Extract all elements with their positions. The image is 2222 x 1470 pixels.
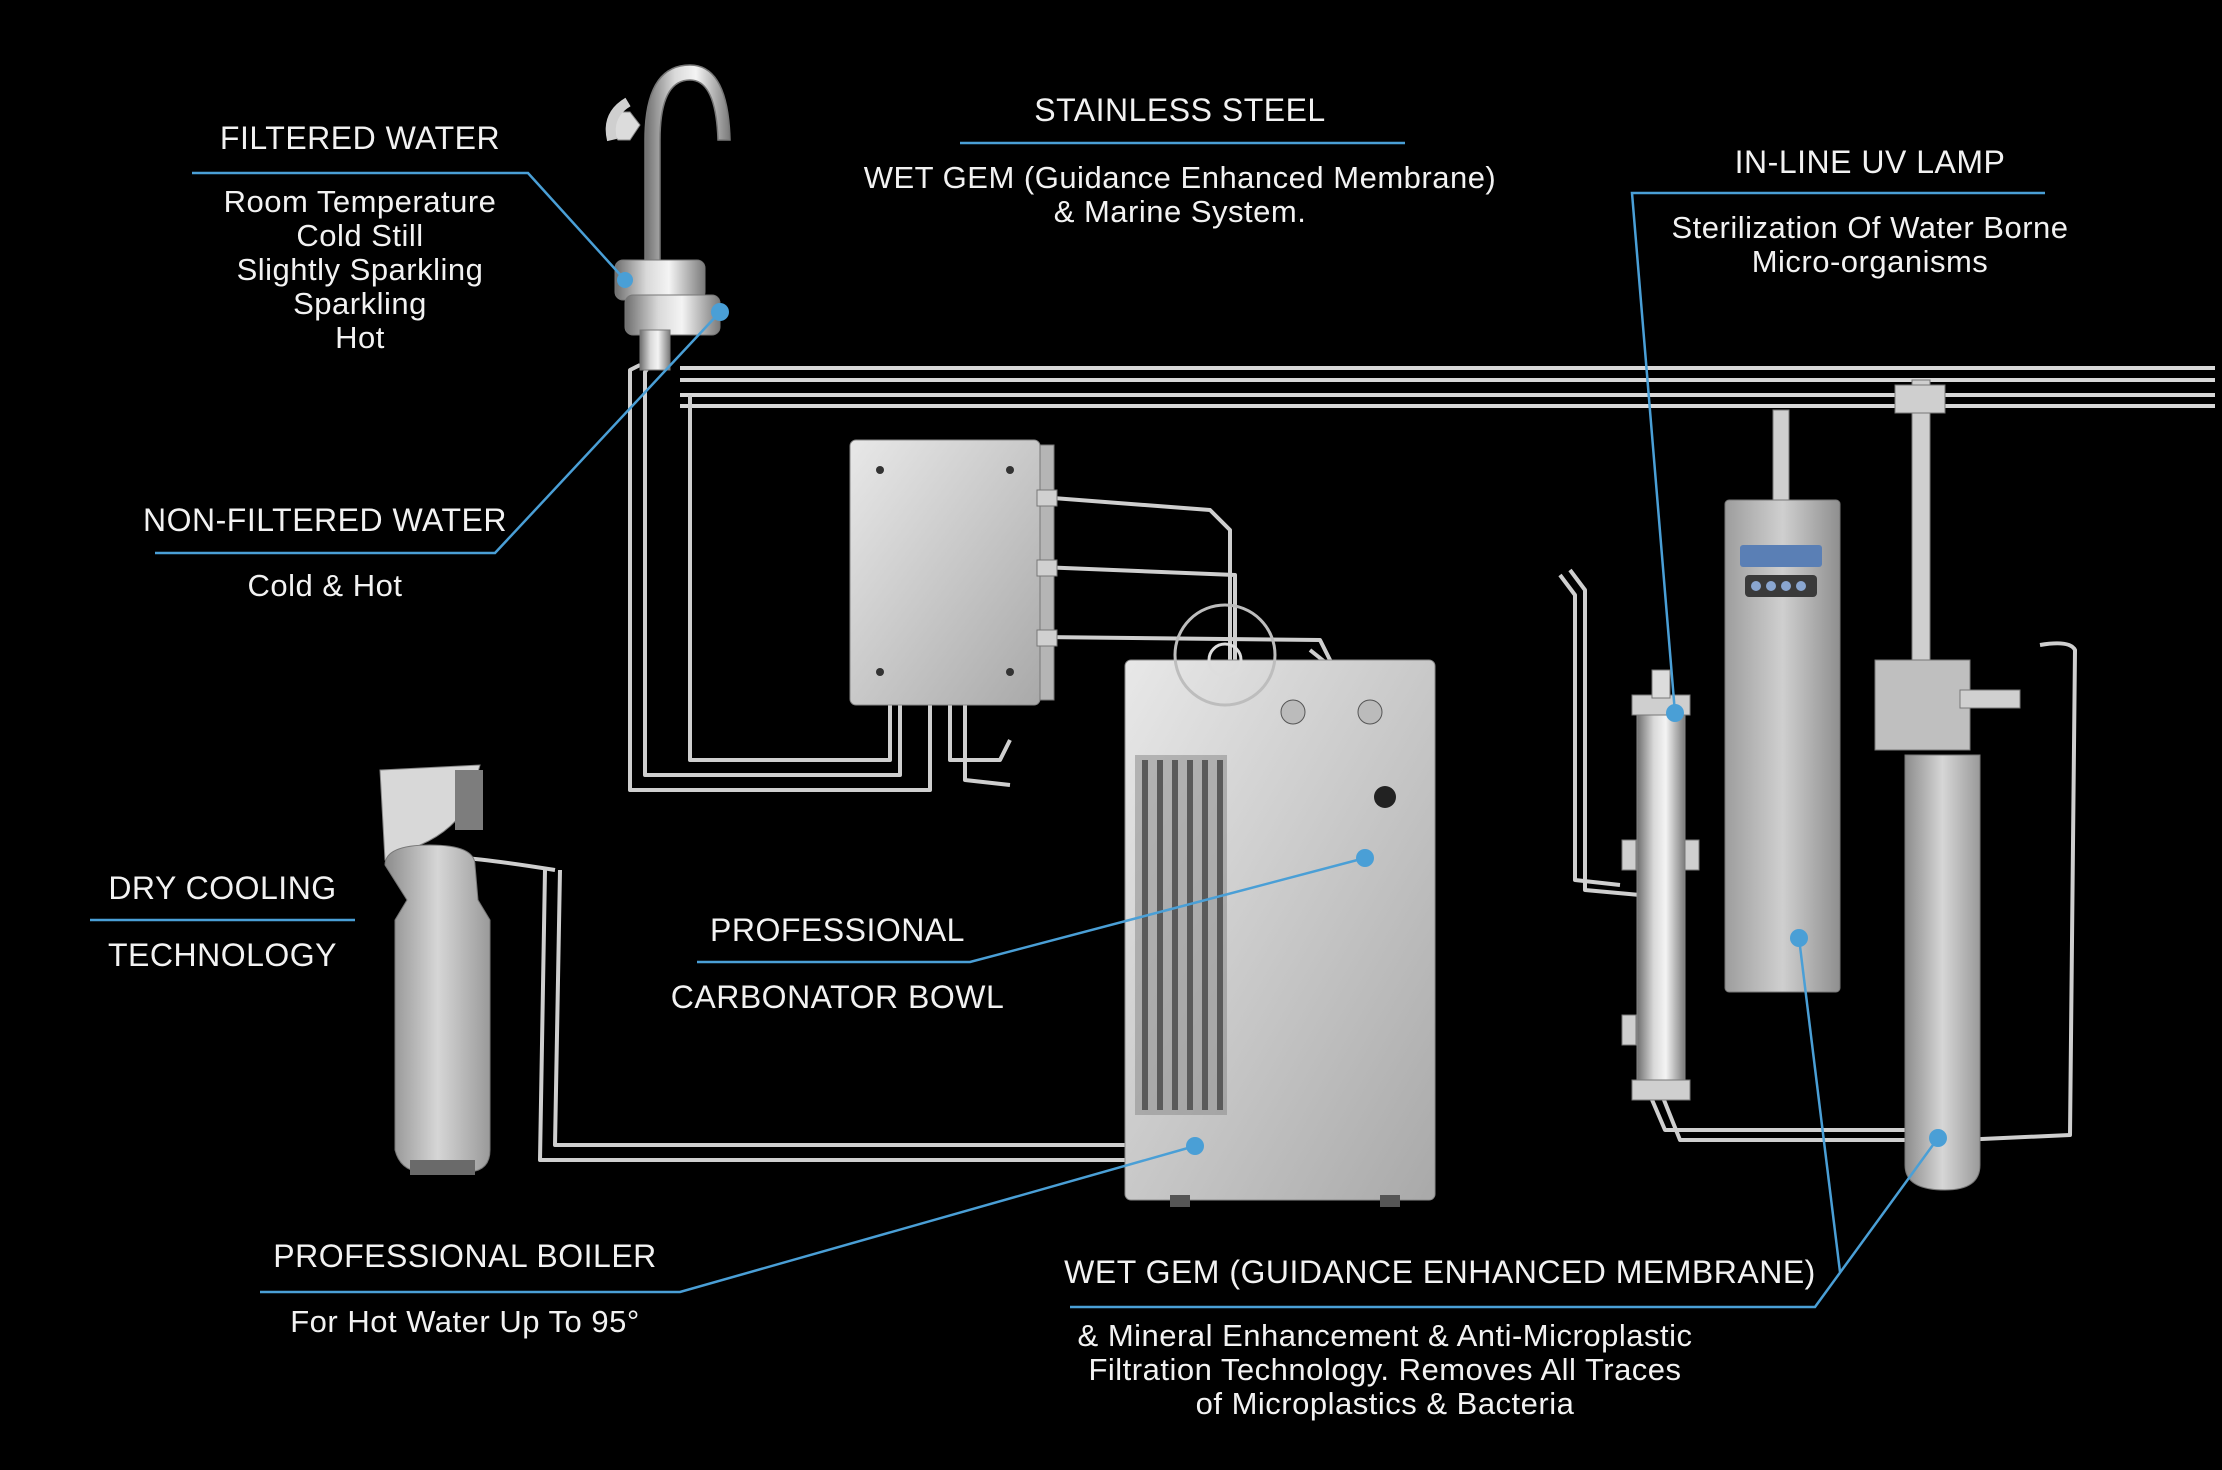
dry-cooling-unit [379,764,491,1175]
uv-lamp-title: IN-LINE UV LAMP [1734,144,2006,180]
callout-dots [617,272,1947,1155]
uv-lamp-line: Sterilization Of Water Borne [1671,210,2069,245]
callout-lines [90,141,2045,1309]
filtered-water-title: FILTERED WATER [219,120,501,156]
uv-control-panel [1724,409,1841,993]
carbonator-cabinet [1124,603,1436,1207]
filtered-water-callout: FILTERED WATER Room Temperature Cold Sti… [190,120,530,355]
carbonator-title: PROFESSIONAL [710,912,965,948]
non-filtered-water-line: Cold & Hot [247,568,403,603]
filtered-water-line: Room Temperature [223,184,497,219]
boiler-title: PROFESSIONAL BOILER [273,1238,657,1274]
filtered-water-line: Cold Still [296,218,424,253]
uv-lamp-tube [1621,669,1700,1101]
main-pipes [680,366,2215,408]
membrane-filter [1874,379,2021,1191]
filtered-water-line: Sparkling [293,286,427,321]
carbonator-callout: PROFESSIONAL CARBONATOR BOWL [640,912,1035,1016]
filtered-water-line: Slightly Sparkling [236,252,484,287]
filtered-water-line: Hot [335,320,385,355]
uv-lamp-line: Micro-organisms [1751,244,1989,279]
wet-gem-line: Filtration Technology. Removes All Trace… [1088,1352,1682,1387]
stainless-steel-title: STAINLESS STEEL [1034,92,1326,128]
stainless-steel-callout: STAINLESS STEEL WET GEM (Guidance Enhanc… [830,92,1530,229]
wet-gem-title: WET GEM (GUIDANCE ENHANCED MEMBRANE) [1064,1254,1816,1290]
wet-gem-line: of Microplastics & Bacteria [1195,1386,1575,1421]
dry-cooling-subtitle: TECHNOLOGY [107,937,338,973]
boiler-line: For Hot Water Up To 95° [290,1304,640,1339]
uv-lamp-callout: IN-LINE UV LAMP Sterilization Of Water B… [1620,144,2120,279]
dry-cooling-callout: DRY COOLING TECHNOLOGY [70,870,375,974]
wet-gem-callout: WET GEM (GUIDANCE ENHANCED MEMBRANE) & M… [1040,1254,1840,1421]
non-filtered-water-callout: NON-FILTERED WATER Cold & Hot [140,502,510,603]
wet-gem-line: & Mineral Enhancement & Anti-Microplasti… [1077,1318,1693,1353]
boiler-callout: PROFESSIONAL BOILER For Hot Water Up To … [255,1238,675,1339]
control-box [849,439,1058,706]
stainless-steel-line: WET GEM (Guidance Enhanced Membrane) [863,160,1497,195]
carbonator-subtitle: CARBONATOR BOWL [670,979,1005,1015]
dry-cooling-title: DRY COOLING [108,870,337,906]
non-filtered-water-title: NON-FILTERED WATER [143,502,507,538]
faucet [605,64,731,371]
stainless-steel-line: & Marine System. [1053,194,1307,229]
